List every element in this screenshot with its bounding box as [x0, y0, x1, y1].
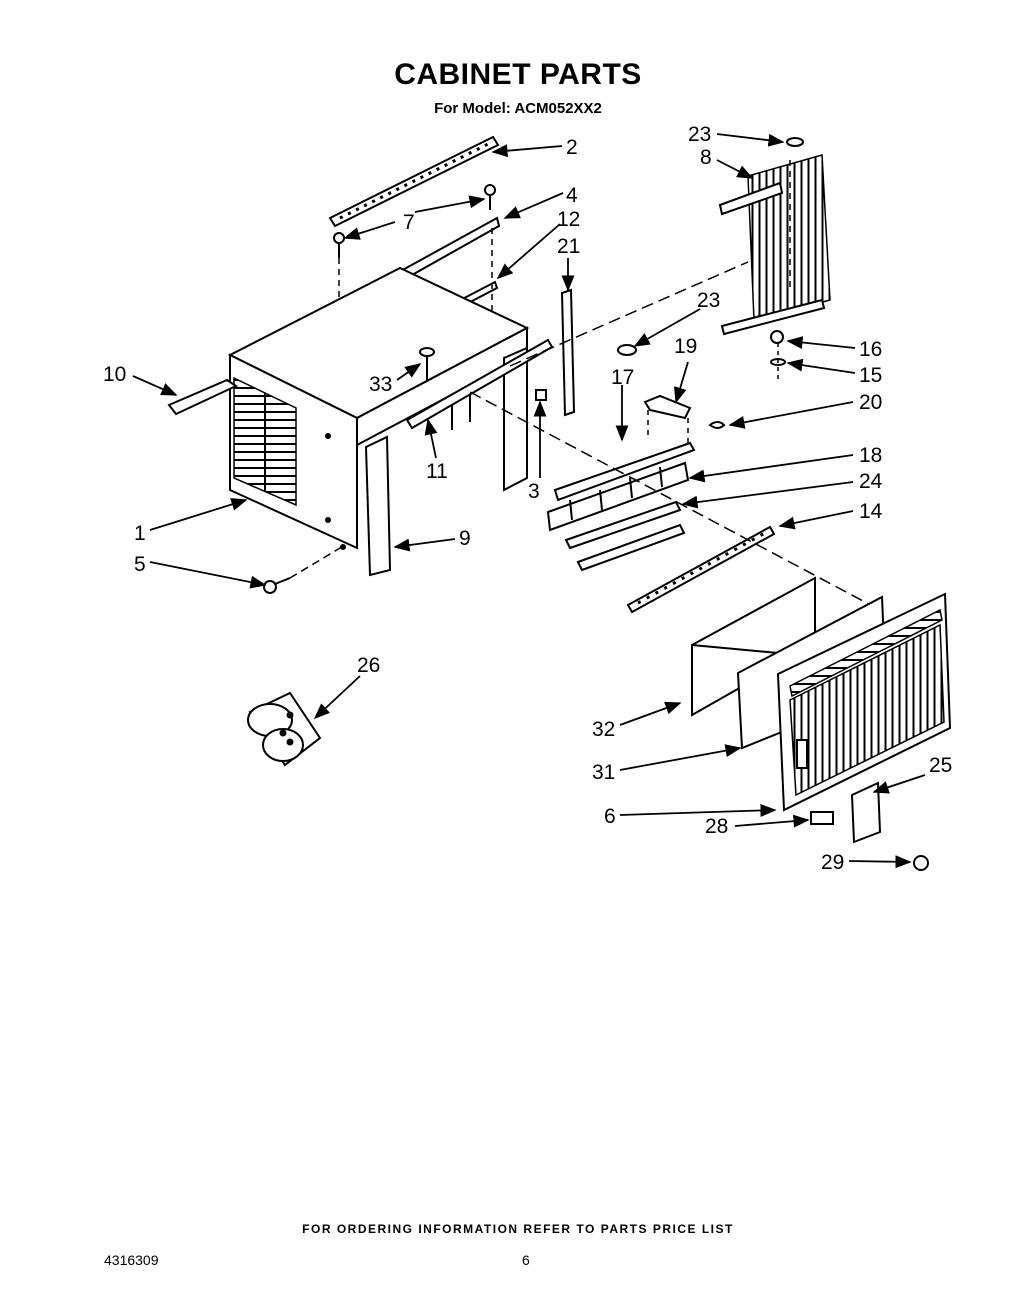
callout-5: 5 [134, 553, 146, 576]
part-9-panel [364, 435, 392, 577]
ordering-note: FOR ORDERING INFORMATION REFER TO PARTS … [302, 1222, 734, 1236]
callout-32: 32 [592, 718, 615, 741]
callout-23-top: 23 [688, 123, 711, 146]
callout-18: 18 [859, 444, 882, 467]
page-title: CABINET PARTS [394, 58, 642, 91]
part-24-gasket-b [576, 523, 686, 572]
callout-6: 6 [604, 805, 616, 828]
callout-15: 15 [859, 364, 882, 387]
callout-26: 26 [357, 654, 380, 677]
callout-20: 20 [859, 391, 882, 414]
part-5-screw [263, 577, 291, 594]
part-25-control-plate [850, 781, 882, 844]
part-21-strip [560, 288, 576, 417]
callout-1: 1 [134, 522, 146, 545]
part-16-nut [770, 330, 784, 344]
part-28-knob [810, 811, 834, 825]
part-14-rail [626, 525, 776, 614]
callout-31: 31 [592, 761, 615, 784]
callout-33: 33 [369, 373, 392, 396]
callout-19: 19 [674, 335, 697, 358]
callout-16: 16 [859, 338, 882, 361]
callout-labels: 2 4 7 12 21 23 8 23 16 15 19 20 17 18 24… [103, 123, 952, 874]
callout-11: 11 [426, 460, 448, 483]
callout-29: 29 [821, 851, 844, 874]
part-29-knob [913, 855, 929, 871]
callout-12: 12 [557, 208, 580, 231]
part-23-screw-top [786, 137, 804, 147]
part-17-18-assembly [546, 441, 696, 532]
parts-drawing [167, 135, 952, 871]
page-number: 6 [522, 1252, 530, 1268]
callout-21: 21 [557, 235, 580, 258]
part-26-parts-bag [247, 691, 322, 767]
callout-leaders [132, 133, 926, 869]
callout-24: 24 [859, 470, 883, 493]
part-3-clip [535, 389, 547, 401]
part-8-window-panel [718, 154, 831, 336]
callout-8: 8 [700, 146, 712, 169]
callout-23-mid: 23 [697, 289, 720, 312]
callout-2: 2 [566, 136, 578, 159]
callout-28: 28 [705, 815, 728, 838]
callout-9: 9 [459, 527, 471, 550]
document-number: 4316309 [104, 1252, 159, 1268]
callout-14: 14 [859, 500, 883, 523]
callout-25: 25 [929, 754, 952, 777]
callout-3: 3 [528, 480, 540, 503]
model-subtitle: For Model: ACM052XX2 [434, 100, 602, 117]
callout-10: 10 [103, 363, 126, 386]
part-1-cabinet [227, 266, 530, 550]
part-33-foot [419, 347, 435, 380]
part-23-screw-mid [617, 344, 637, 356]
part-20-clip [708, 421, 726, 429]
part-19-bracket [643, 394, 692, 420]
callout-17: 17 [611, 366, 634, 389]
part-6-front-grille [776, 592, 952, 812]
callout-7: 7 [403, 211, 415, 234]
part-24-gasket [564, 500, 682, 550]
callout-4: 4 [566, 184, 578, 207]
part-10-plate [167, 378, 239, 416]
